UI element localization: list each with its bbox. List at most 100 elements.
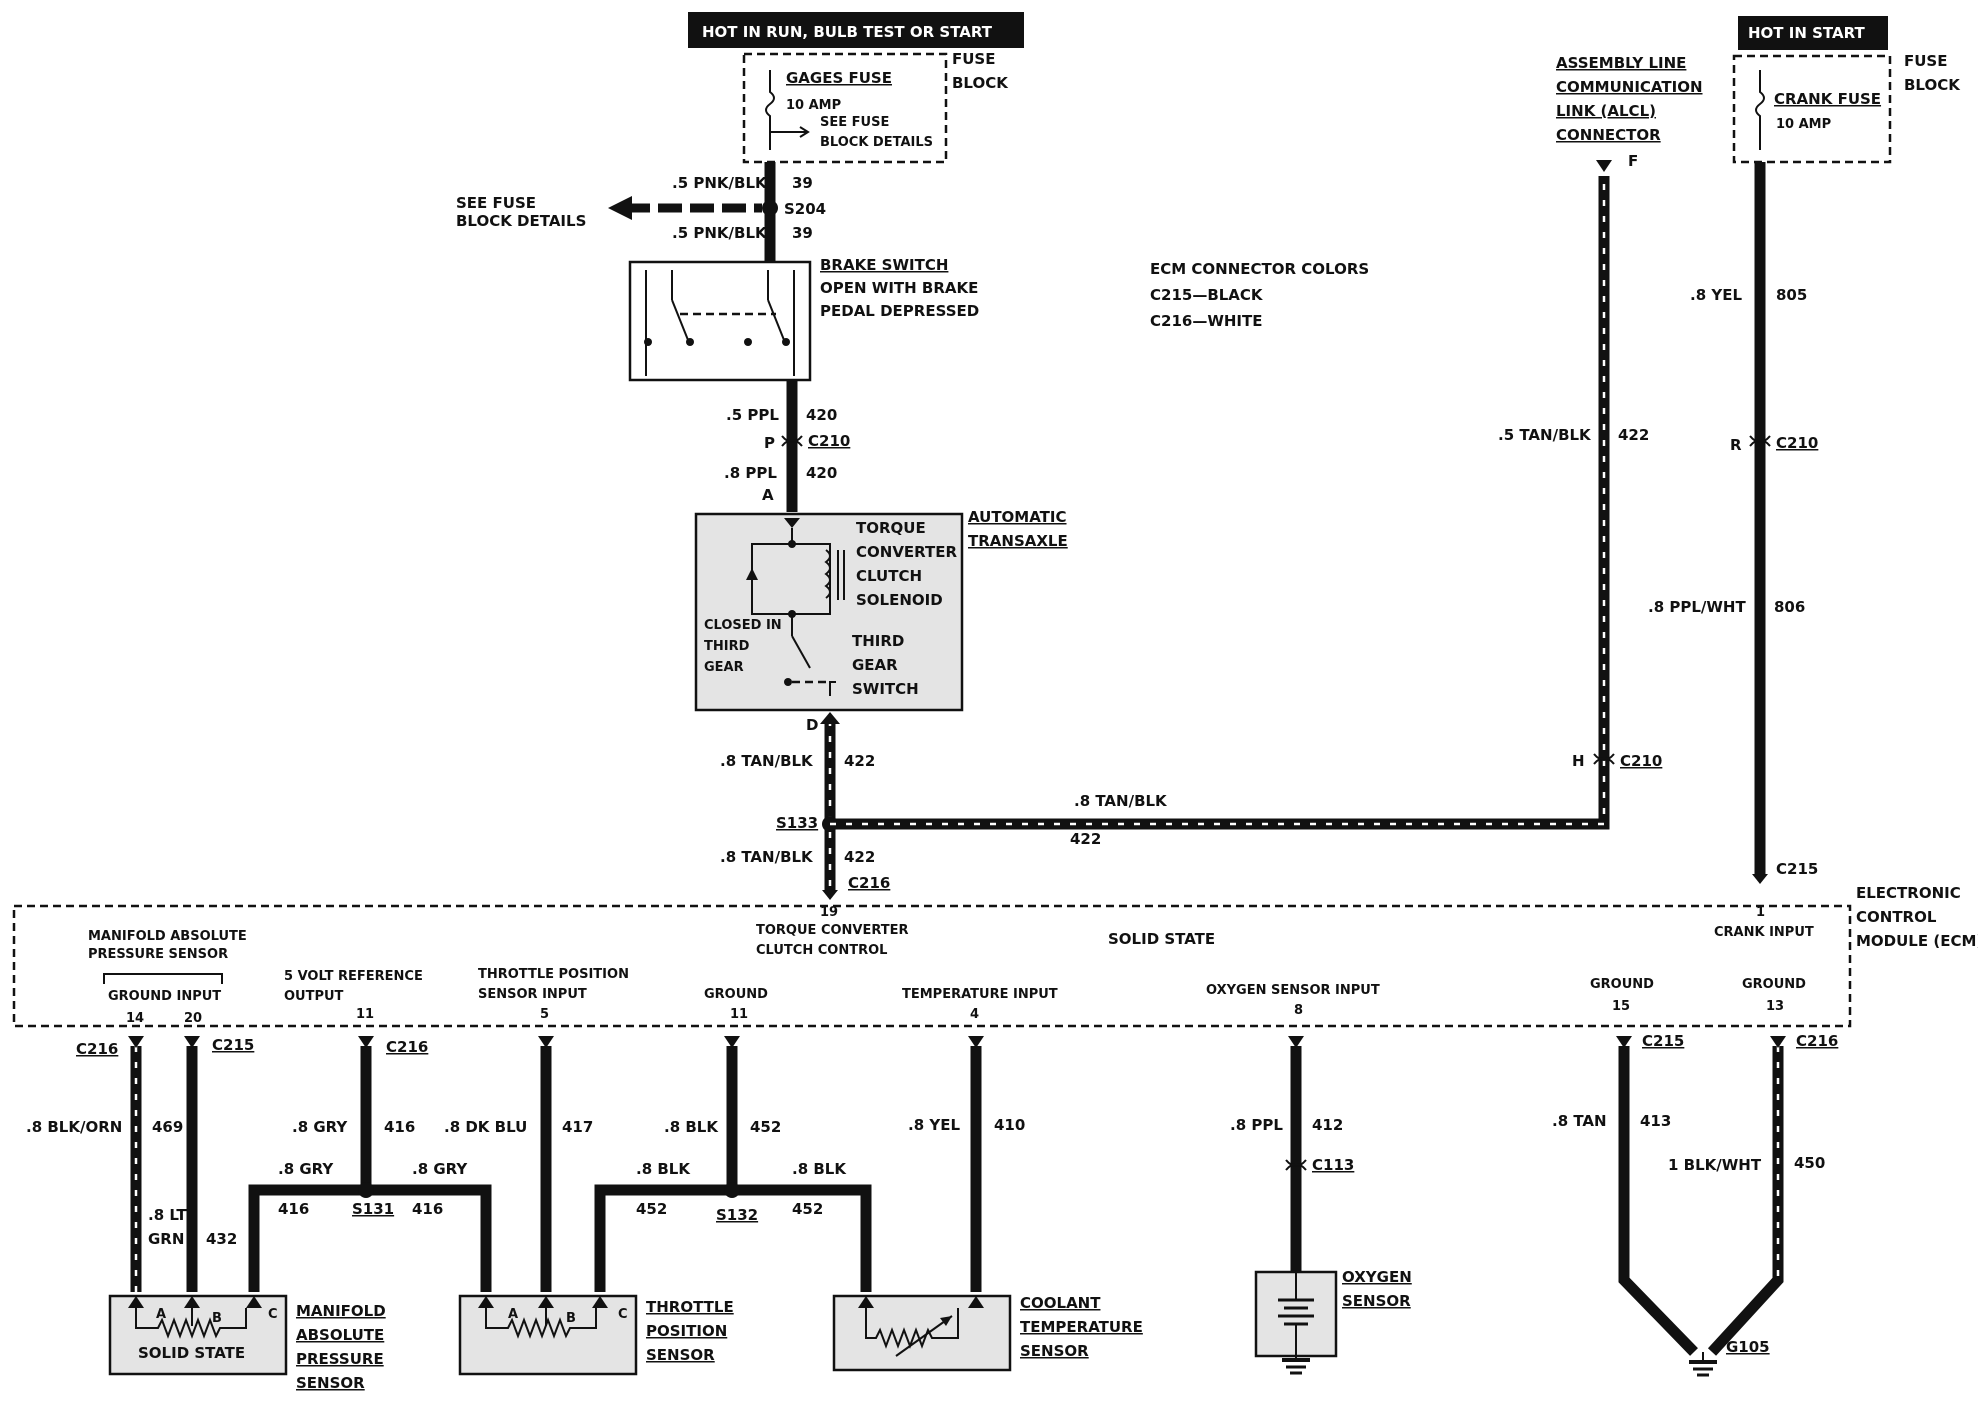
wire-39-color-bottom: .5 PNK/BLK: [672, 224, 768, 242]
fuse-block-label-1: FUSE: [952, 50, 995, 68]
wire-420-color-top: .5 PPL: [726, 406, 779, 424]
switch-line2: GEAR: [852, 656, 898, 674]
ecm-tcc-1: TORQUE CONVERTER: [756, 923, 909, 938]
ecm-pin-5: 5: [540, 1007, 549, 1022]
throttle-position-sensor: A B C THROTTLE POSITION SENSOR: [458, 1294, 734, 1376]
crank-fuse-block-2: BLOCK: [1904, 76, 1961, 94]
pin-d-label: D: [806, 716, 818, 734]
c216-label-vref: C216: [386, 1038, 428, 1056]
ecm-pin-4: 4: [970, 1007, 979, 1022]
wire-416-color: .8 GRY: [292, 1118, 348, 1136]
alcl-line2: COMMUNICATION: [1556, 78, 1703, 96]
crank-fuse-name: CRANK FUSE: [1774, 90, 1881, 108]
arrow-left-icon: [608, 196, 632, 220]
ecm-pin-13: 13: [1766, 999, 1784, 1014]
wire-422-horiz-circuit: 422: [1070, 830, 1101, 848]
wire-469-color: .8 BLK/ORN: [26, 1118, 122, 1136]
o2-label-1: OXYGEN: [1342, 1268, 1412, 1286]
wire-452-left-color: .8 BLK: [636, 1160, 691, 1178]
ecm-module: ELECTRONIC CONTROL MODULE (ECM) SOLID ST…: [12, 884, 1978, 1028]
brake-switch-title: BRAKE SWITCH: [820, 256, 948, 274]
wire-422-color-top: .8 TAN/BLK: [720, 752, 814, 770]
wire-432-circuit: 432: [206, 1230, 237, 1248]
crank-fuse-element-icon: [1755, 70, 1765, 150]
ecm-colors-c215: C215—BLACK: [1150, 286, 1264, 304]
c113-label: C113: [1312, 1156, 1354, 1174]
wire-413-color: .8 TAN: [1552, 1112, 1607, 1130]
tps-pin-b: B: [566, 1311, 576, 1326]
wire-39-circuit-bottom: 39: [792, 224, 813, 242]
solenoid-coil-icon: [824, 549, 831, 599]
start-power-header: HOT IN START: [1738, 16, 1888, 50]
ecm-pin-11b: 11: [730, 1007, 748, 1022]
alcl-pin-label: F: [1628, 152, 1638, 170]
c215-label-map: C215: [212, 1036, 254, 1054]
closed-line2: THIRD: [704, 639, 750, 654]
see-fuse-line1: SEE FUSE: [456, 194, 536, 212]
splice-s131: [358, 1182, 374, 1198]
tps-label-2: POSITION: [646, 1322, 727, 1340]
tps-label-1: THROTTLE: [646, 1298, 734, 1316]
ecm-pin-15: 15: [1612, 999, 1630, 1014]
ecm-colors-title: ECM CONNECTOR COLORS: [1150, 260, 1369, 278]
map-label-1: MANIFOLD: [296, 1302, 386, 1320]
ecm-tcc-2: CLUTCH CONTROL: [756, 943, 887, 958]
gages-fuse-block: GAGES FUSE 10 AMP SEE FUSE BLOCK DETAILS…: [742, 50, 1009, 164]
wire-422-circuit-top: 422: [844, 752, 875, 770]
wire-422-alcl-circuit: 422: [1618, 426, 1649, 444]
fuse-element-icon: [765, 70, 775, 150]
wire-410-circuit: 410: [994, 1116, 1025, 1134]
map-label-2: ABSOLUTE: [296, 1326, 384, 1344]
pin-p-label: P: [764, 434, 775, 452]
alcl-line3: LINK (ALCL): [1556, 102, 1656, 120]
brake-switch: BRAKE SWITCH OPEN WITH BRAKE PEDAL DEPRE…: [628, 256, 979, 382]
ground-g105-icon: [1689, 1352, 1717, 1377]
wire-450-circuit: 450: [1794, 1154, 1825, 1172]
tcc-line1: TORQUE: [856, 519, 926, 537]
ecm-map-2: PRESSURE SENSOR: [88, 947, 228, 962]
ecm-temp: TEMPERATURE INPUT: [902, 987, 1058, 1002]
alcl-line4: CONNECTOR: [1556, 126, 1661, 144]
splice-s131-label: S131: [352, 1200, 394, 1218]
pin-h-label: H: [1572, 752, 1585, 770]
wire-452-left-circuit: 452: [636, 1200, 667, 1218]
ecm-pin-11a: 11: [356, 1007, 374, 1022]
map-pin-c: C: [268, 1307, 278, 1322]
wire-420-circuit-top: 420: [806, 406, 837, 424]
ecm-title-1: ELECTRONIC: [1856, 884, 1961, 902]
crank-fuse-rating: 10 AMP: [1776, 117, 1831, 132]
g105-label: G105: [1726, 1338, 1770, 1356]
closed-line3: GEAR: [704, 660, 744, 675]
ecm-tps-1: THROTTLE POSITION: [478, 967, 629, 982]
c215-label-ground: C215: [1642, 1032, 1684, 1050]
map-label-4: SENSOR: [296, 1374, 365, 1392]
splice-s132: [724, 1182, 740, 1198]
wire-39-color-top: .5 PNK/BLK: [672, 174, 768, 192]
tcc-line3: CLUTCH: [856, 567, 922, 585]
gages-fuse-rating: 10 AMP: [786, 98, 841, 113]
wire-422-circuit-bottom: 422: [844, 848, 875, 866]
run-power-header: HOT IN RUN, BULB TEST OR START: [688, 12, 1024, 48]
wire-422-horiz-color: .8 TAN/BLK: [1074, 792, 1168, 810]
c216-label-tcc: C216: [848, 874, 890, 892]
c215-label-crank: C215: [1776, 860, 1818, 878]
gages-fuse-name: GAGES FUSE: [786, 69, 892, 87]
automatic-transaxle: TORQUE CONVERTER CLUTCH SOLENOID CLOSED …: [694, 508, 1068, 712]
fuse-block-label-2: BLOCK: [952, 74, 1009, 92]
connector-c113: [1285, 1159, 1307, 1167]
ecm-pin-19: 19: [820, 905, 838, 920]
wire-422-color-bottom: .8 TAN/BLK: [720, 848, 814, 866]
wire-450: [1707, 1046, 1784, 1356]
arrow-right-icon: [770, 126, 810, 138]
gages-fuse-note-2: BLOCK DETAILS: [820, 135, 933, 150]
ecm-pin-8: 8: [1294, 1003, 1303, 1018]
connector-c210-h: [1593, 753, 1615, 761]
wire-416-circuit: 416: [384, 1118, 415, 1136]
splice-s204-label: S204: [784, 200, 826, 218]
tcc-line4: SOLENOID: [856, 591, 943, 609]
wire-416-right-color: .8 GRY: [412, 1160, 468, 1178]
wire-416-right-circuit: 416: [412, 1200, 443, 1218]
wire-805-color: .8 YEL: [1690, 286, 1742, 304]
wire-420-circuit-bottom: 420: [806, 464, 837, 482]
